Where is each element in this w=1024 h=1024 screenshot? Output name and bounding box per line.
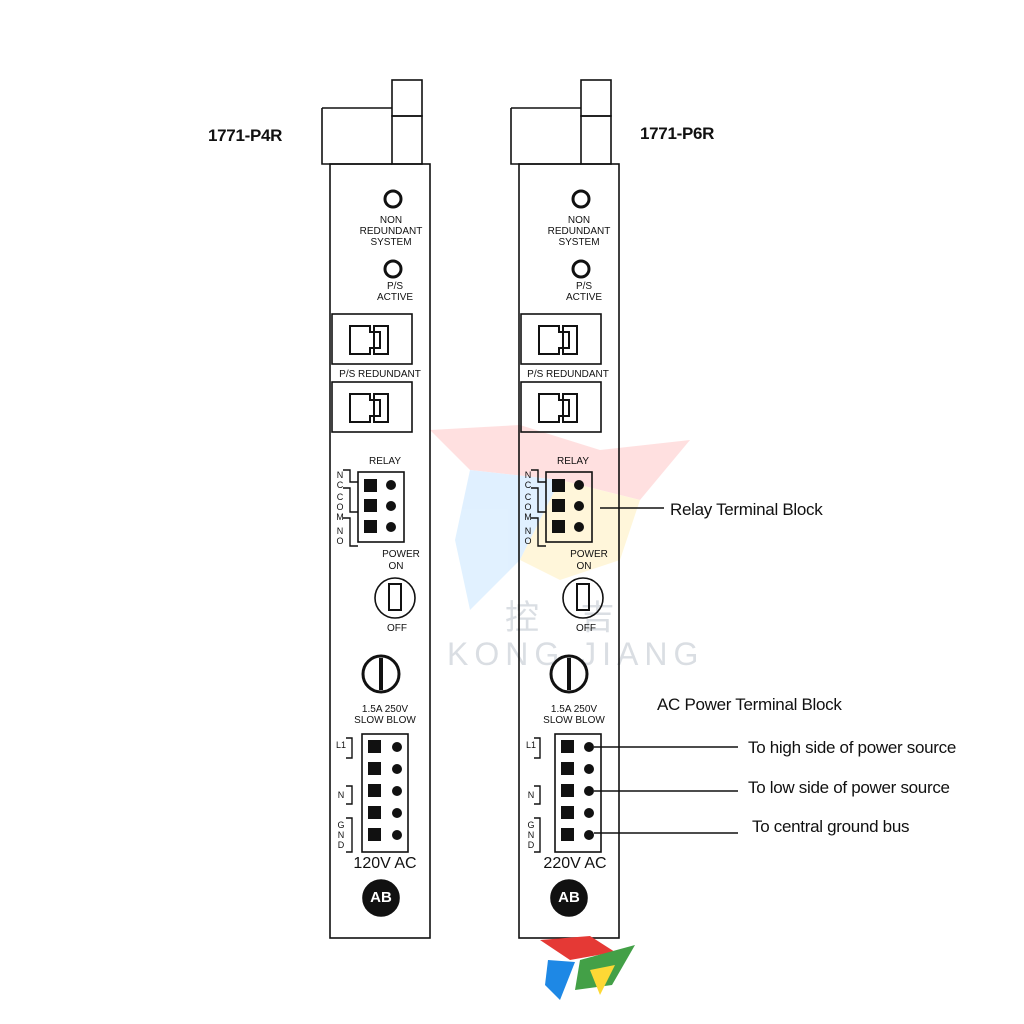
watermark-latin: KONG JIANG (447, 636, 705, 672)
module-1771-p4r (321, 79, 431, 939)
handle-lower (391, 115, 423, 165)
label-relay-no: NO (524, 526, 532, 546)
label-slow-blow: SLOW BLOW (354, 715, 416, 726)
handle-lower (580, 115, 612, 165)
label-active: ACTIVE (376, 292, 414, 303)
handle-upper (580, 79, 612, 117)
label-fuse-rating: 1.5A 250V (361, 704, 409, 715)
callout-low-side: To low side of power source (748, 778, 950, 797)
label-relay-no: NO (336, 526, 344, 546)
model-label-p4r: 1771-P4R (208, 126, 283, 145)
module-body (329, 163, 431, 939)
voltage-label: 120V AC (353, 855, 417, 872)
power-switch (374, 577, 416, 619)
module-1771-p4r-terminals (364, 479, 402, 841)
ab-logo (550, 879, 588, 917)
ps-connector-upper (331, 313, 413, 365)
label-ps: P/S (575, 281, 593, 292)
ps-connector-upper (520, 313, 602, 365)
label-ps-redundant: P/S REDUNDANT (339, 369, 421, 380)
module-1771-p6r-terminals (552, 479, 594, 841)
label-ac-n: N (337, 790, 345, 800)
led-ps-active (571, 259, 591, 279)
callout-relay-terminal-block: Relay Terminal Block (670, 500, 823, 519)
label-fuse-rating: 1.5A 250V (550, 704, 598, 715)
led-ps-active (383, 259, 403, 279)
relay-terminal-block (545, 471, 593, 543)
handle-upper (391, 79, 423, 117)
label-on: ON (388, 561, 404, 572)
label-ps: P/S (386, 281, 404, 292)
label-off: OFF (387, 623, 407, 634)
label-power: POWER (382, 549, 420, 560)
power-switch (562, 577, 604, 619)
watermark-corner-logo (540, 936, 635, 1000)
label-system: SYSTEM (370, 237, 412, 248)
ab-logo-text: AB (370, 889, 392, 906)
watermark-logo (430, 425, 690, 610)
watermark-chinese: 控 吉 (505, 599, 631, 637)
label-power: POWER (570, 549, 608, 560)
ab-logo (362, 879, 400, 917)
ps-redundant-connector (331, 381, 413, 433)
label-non: NON (379, 215, 403, 226)
label-redundant: REDUNDANT (359, 226, 423, 237)
label-ac-l1: L1 (336, 740, 347, 750)
label-slow-blow: SLOW BLOW (543, 715, 605, 726)
led-non-redundant (571, 189, 591, 209)
ab-logo-text: AB (558, 889, 580, 906)
fuse-holder (549, 654, 589, 694)
label-relay-nc: NC (336, 470, 344, 490)
label-ac-gnd: GND (527, 820, 535, 850)
led-non-redundant (383, 189, 403, 209)
label-active: ACTIVE (565, 292, 603, 303)
label-ac-n: N (527, 790, 535, 800)
ac-terminal-block (361, 733, 409, 853)
callout-ac-power-terminal-block: AC Power Terminal Block (657, 695, 842, 714)
label-relay: RELAY (368, 456, 402, 467)
callout-ground: To central ground bus (752, 817, 910, 836)
callout-leaders (594, 507, 738, 834)
label-on: ON (576, 561, 592, 572)
relay-terminal-block (357, 471, 405, 543)
model-label-p6r: 1771-P6R (640, 124, 715, 143)
label-relay-nc: NC (524, 470, 532, 490)
fuse-holder (361, 654, 401, 694)
ps-redundant-connector (520, 381, 602, 433)
label-relay-com: COM (524, 492, 532, 522)
label-ac-gnd: GND (337, 820, 345, 850)
label-ps-redundant: P/S REDUNDANT (527, 369, 609, 380)
label-ac-l1: L1 (526, 740, 537, 750)
label-system: SYSTEM (558, 237, 600, 248)
label-off: OFF (576, 623, 596, 634)
callout-high-side: To high side of power source (748, 738, 957, 757)
ac-terminal-block (554, 733, 602, 853)
label-redundant: REDUNDANT (547, 226, 611, 237)
label-relay: RELAY (556, 456, 590, 467)
voltage-label: 220V AC (543, 855, 607, 872)
label-relay-com: COM (336, 492, 344, 522)
label-non: NON (567, 215, 591, 226)
